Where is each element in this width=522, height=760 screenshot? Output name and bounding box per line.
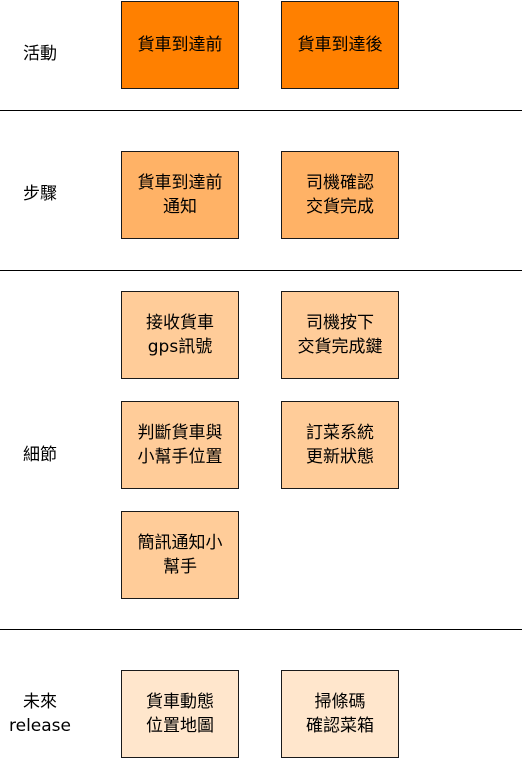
- step-box-driver-confirm[interactable]: 司機確認 交貨完成: [281, 151, 399, 239]
- box-text: 位置地圖: [146, 716, 214, 736]
- box-text: 交貨完成鍵: [297, 337, 383, 357]
- box-text: 掃條碼: [314, 692, 366, 712]
- box-text: 貨車到達前: [137, 173, 223, 193]
- box-text: 貨車到達前: [137, 35, 223, 55]
- box-text: 司機按下: [306, 313, 374, 333]
- box-text: 訂菜系統: [306, 423, 374, 443]
- activity-box-before-arrival[interactable]: 貨車到達前: [121, 1, 239, 89]
- box-text: 判斷貨車與: [137, 423, 223, 443]
- box-text: gps訊號: [147, 337, 213, 357]
- detail-box-driver-press-button[interactable]: 司機按下 交貨完成鍵: [281, 291, 399, 379]
- divider-detail-future: [0, 629, 522, 630]
- box-text: 交貨完成: [306, 197, 374, 217]
- step-box-arrival-notice[interactable]: 貨車到達前 通知: [121, 151, 239, 239]
- future-box-live-map[interactable]: 貨車動態 位置地圖: [121, 670, 239, 758]
- row-label-detail: 細節: [23, 445, 57, 465]
- box-text: 小幫手位置: [137, 447, 223, 467]
- detail-box-update-status[interactable]: 訂菜系統 更新狀態: [281, 401, 399, 489]
- box-text: 接收貨車: [146, 313, 214, 333]
- row-label-future-line-1: 未來: [23, 692, 57, 712]
- divider-step-detail: [0, 270, 522, 271]
- row-label-future-line-2: release: [9, 716, 71, 736]
- row-label-activity: 活動: [23, 44, 57, 64]
- box-text: 通知: [163, 197, 197, 217]
- box-text: 貨車動態: [146, 692, 214, 712]
- divider-activity-step: [0, 110, 522, 111]
- box-text: 簡訊通知小: [137, 533, 223, 553]
- row-label-step: 步驟: [23, 184, 57, 204]
- box-text: 司機確認: [306, 173, 374, 193]
- box-text: 確認菜箱: [306, 716, 374, 736]
- row-label-future: 未來 release: [0, 690, 80, 738]
- detail-box-receive-gps[interactable]: 接收貨車 gps訊號: [121, 291, 239, 379]
- future-box-scan-barcode[interactable]: 掃條碼 確認菜箱: [281, 670, 399, 758]
- detail-box-sms-notify[interactable]: 簡訊通知小 幫手: [121, 511, 239, 599]
- box-text: 幫手: [163, 557, 197, 577]
- box-text: 更新狀態: [306, 447, 374, 467]
- box-text: 貨車到達後: [297, 35, 383, 55]
- activity-box-after-arrival[interactable]: 貨車到達後: [281, 1, 399, 89]
- detail-box-judge-position[interactable]: 判斷貨車與 小幫手位置: [121, 401, 239, 489]
